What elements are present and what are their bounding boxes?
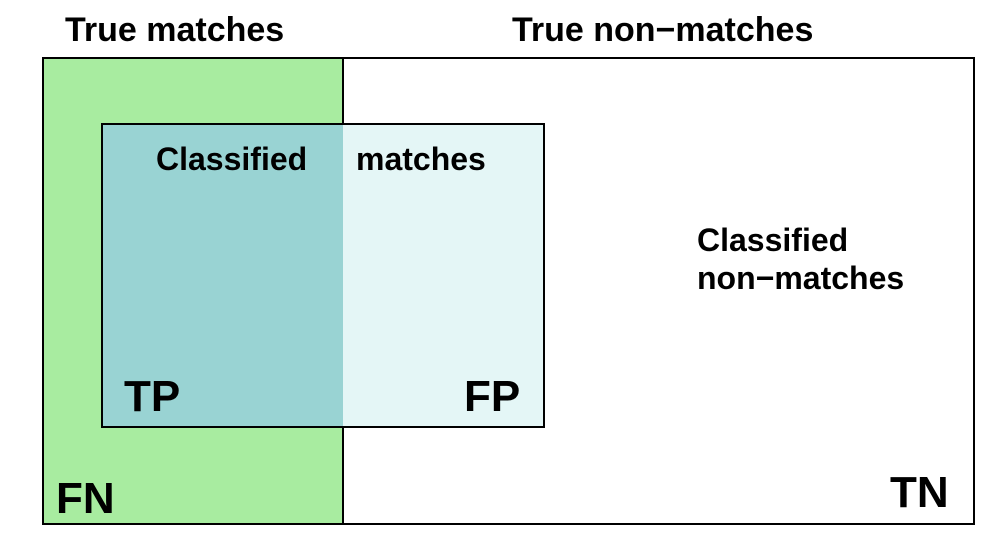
fn-label: FN (56, 474, 115, 523)
false-positive-region (343, 124, 544, 427)
classified-non-matches-label-line2: non−matches (697, 260, 905, 296)
classified-matches-label-part2: matches (356, 141, 486, 177)
classified-matches-label-part1: Classified (156, 141, 308, 177)
classified-non-matches-label-line1: Classified (697, 222, 849, 258)
tp-label: TP (124, 372, 181, 421)
tn-label: TN (890, 468, 949, 517)
fp-label: FP (464, 372, 521, 421)
true-matches-header: True matches (65, 11, 285, 49)
classified-matches-box (101, 123, 545, 428)
true-non-matches-header: True non−matches (512, 11, 814, 49)
true-positive-region (102, 124, 343, 427)
